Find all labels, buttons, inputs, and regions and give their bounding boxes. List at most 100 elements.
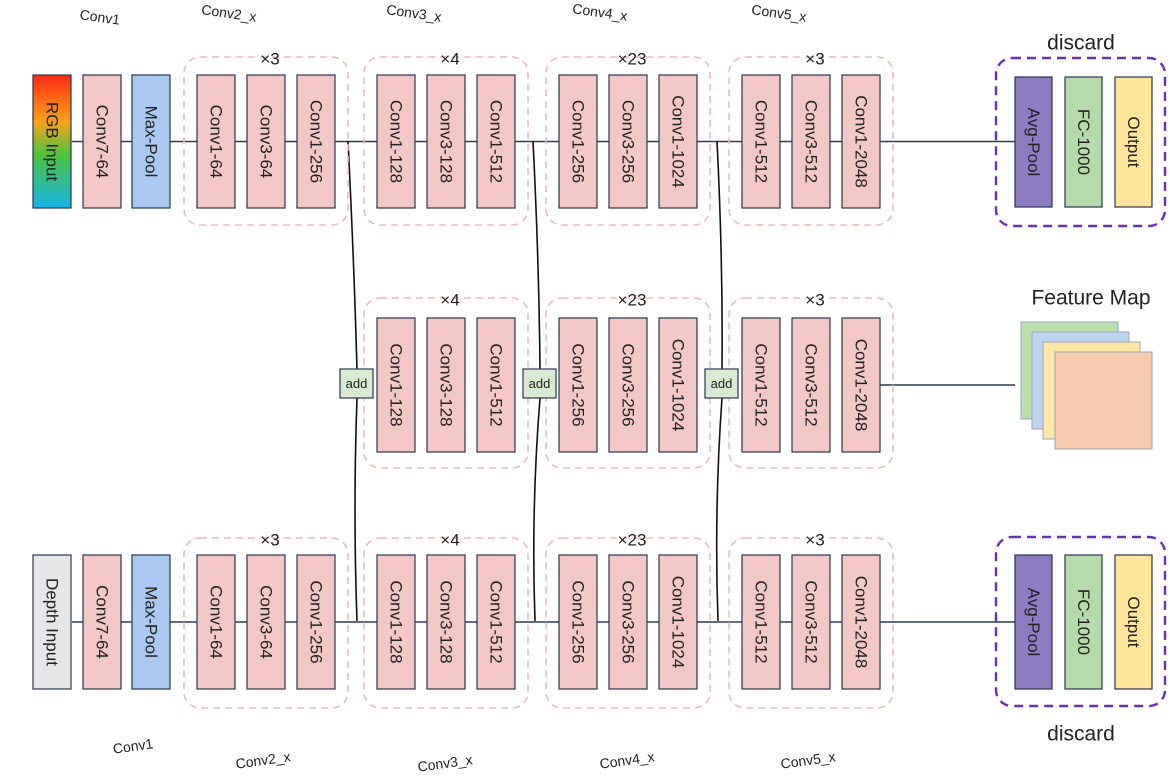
bottom-stage-name-5: Conv5_x: [780, 748, 837, 772]
top-stem-conv-label: Conv7-64: [93, 105, 112, 179]
bottom-stage5-layer-1-label: Conv1-512: [752, 580, 771, 663]
bottom-stage-name-3: Conv3_x: [417, 751, 474, 775]
fusion-stage4-layer-2-label: Conv3-256: [619, 343, 638, 426]
top-input-block: [32, 74, 72, 209]
bottom-stage-frame-2: [183, 537, 349, 709]
fusion-stage4-layer-3: [658, 317, 698, 453]
add-node-3: [704, 368, 739, 399]
bottom-stage2-layer-3-label: Conv1-256: [307, 580, 326, 663]
fusion-stage4-repeat: ×23: [618, 291, 647, 310]
fusion-stage4-layer-1: [558, 317, 598, 453]
bottom-stage-name-4: Conv4_x: [599, 748, 656, 772]
top-stage4-repeat: ×23: [618, 50, 647, 69]
top-stage-name-3: Conv3_x: [386, 1, 443, 25]
top-stage2-layer-1: [196, 74, 236, 209]
bottom-stage-frame-5: [728, 537, 894, 709]
bottom-input-block-label: Depth Input: [43, 578, 62, 666]
bottom-stage5-layer-2: [791, 554, 831, 690]
fusion-link-top-3: [716, 140, 723, 371]
bottom-stage3-layer-1: [376, 554, 416, 690]
bottom-stage3-layer-2-label: Conv3-128: [437, 580, 456, 663]
top-stage4-layer-2: [608, 74, 648, 209]
bottom-stage4-layer-3-label: Conv1-1024: [669, 576, 688, 669]
bottom-stage3-repeat: ×4: [440, 531, 459, 550]
top-stage-name-4: Conv4_x: [572, 0, 629, 24]
add-node-3-label: add: [711, 376, 733, 391]
bottom-stage4-repeat: ×23: [618, 531, 647, 550]
fusion-link-bottom-1: [354, 397, 358, 622]
bottom-stage-frame-3: [363, 537, 529, 709]
top-head-fc-label: FC-1000: [1074, 109, 1093, 175]
bottom-stage-name-1: Conv1: [112, 735, 155, 757]
top-stage2-layer-3: [296, 74, 336, 209]
top-stage4-layer-3: [658, 74, 698, 209]
bottom-input-block: [32, 554, 72, 690]
top-head-avgpool: [1014, 76, 1053, 208]
add-node-1-label: add: [346, 376, 368, 391]
fusion-stage4-layer-2: [608, 317, 648, 453]
top-stage3-layer-2: [426, 74, 466, 209]
fusion-stage4-layer-1-label: Conv1-256: [569, 343, 588, 426]
top-discard-frame: [994, 56, 1167, 228]
fusion-stage3-layer-3-label: Conv1-512: [487, 343, 506, 426]
top-stem-pool: [131, 74, 171, 209]
fusion-stage5-layer-2-label: Conv3-512: [802, 343, 821, 426]
top-head-output: [1114, 76, 1153, 208]
fusion-stage5-layer-2: [791, 317, 831, 453]
feature-map-layer-4: [1054, 351, 1153, 450]
fusion-stage5-repeat: ×3: [805, 291, 824, 310]
top-stage5-layer-1-label: Conv1-512: [752, 100, 771, 183]
fusion-stage5-layer-3-label: Conv1-2048: [852, 339, 871, 432]
top-stage-frame-3: [363, 56, 529, 226]
bottom-stage2-layer-3: [296, 554, 336, 690]
bottom-stem-conv-label: Conv7-64: [93, 585, 112, 659]
top-stage3-layer-1: [376, 74, 416, 209]
top-stage4-layer-1: [558, 74, 598, 209]
bottom-stage3-layer-3-label: Conv1-512: [487, 580, 506, 663]
top-stage3-layer-3: [476, 74, 516, 209]
bottom-stage3-layer-3: [476, 554, 516, 690]
top-stage2-layer-1-label: Conv1-64: [207, 105, 226, 179]
bottom-stage5-layer-3: [841, 554, 881, 690]
top-input-block-label: RGB Input: [43, 102, 62, 182]
top-stem-pool-label: Max-Pool: [142, 106, 161, 178]
bottom-stage5-layer-1: [741, 554, 781, 690]
fusion-stage3-layer-2-label: Conv3-128: [437, 343, 456, 426]
bottom-head-fc-label: FC-1000: [1074, 589, 1093, 655]
top-stage4-layer-3-label: Conv1-1024: [669, 95, 688, 188]
top-stage-name-5: Conv5_x: [751, 1, 808, 25]
top-stage2-layer-2: [246, 74, 286, 209]
top-stage2-repeat: ×3: [260, 50, 279, 69]
top-stage-name-2: Conv2_x: [201, 1, 258, 25]
fusion-stage5-layer-3: [841, 317, 881, 453]
top-stage-frame-4: [545, 56, 711, 226]
fusion-stage3-layer-3: [476, 317, 516, 453]
bottom-stage2-layer-2: [246, 554, 286, 690]
top-stage5-repeat: ×3: [805, 50, 824, 69]
top-stage-frame-5: [728, 56, 894, 226]
top-stage-frame-2: [183, 56, 349, 226]
add-node-1: [339, 368, 374, 399]
bottom-discard-frame: [994, 535, 1167, 708]
bottom-stage5-repeat: ×3: [805, 531, 824, 550]
top-head-output-label: Output: [1124, 116, 1143, 167]
top-stage3-repeat: ×4: [440, 50, 459, 69]
top-head-avgpool-label: Avg-Pool: [1024, 108, 1043, 177]
top-stage3-layer-3-label: Conv1-512: [487, 100, 506, 183]
bottom-stage2-layer-1-label: Conv1-64: [207, 585, 226, 659]
top-stage4-layer-2-label: Conv3-256: [619, 100, 638, 183]
top-stage5-layer-3-label: Conv1-2048: [852, 95, 871, 188]
fusion-link-bottom-2: [532, 397, 541, 622]
top-stage2-layer-3-label: Conv1-256: [307, 100, 326, 183]
fusion-link-top-1: [347, 140, 358, 371]
bottom-head-output: [1114, 554, 1153, 690]
top-stage4-layer-1-label: Conv1-256: [569, 100, 588, 183]
fusion-stage4-layer-3-label: Conv1-1024: [669, 339, 688, 432]
bottom-stem-pool: [131, 554, 171, 690]
bottom-stage2-layer-1: [196, 554, 236, 690]
bottom-stem-conv: [82, 554, 122, 690]
top-discard-label: discard: [1047, 32, 1115, 55]
top-stage5-layer-2: [791, 74, 831, 209]
fusion-stage5-layer-1: [741, 317, 781, 453]
